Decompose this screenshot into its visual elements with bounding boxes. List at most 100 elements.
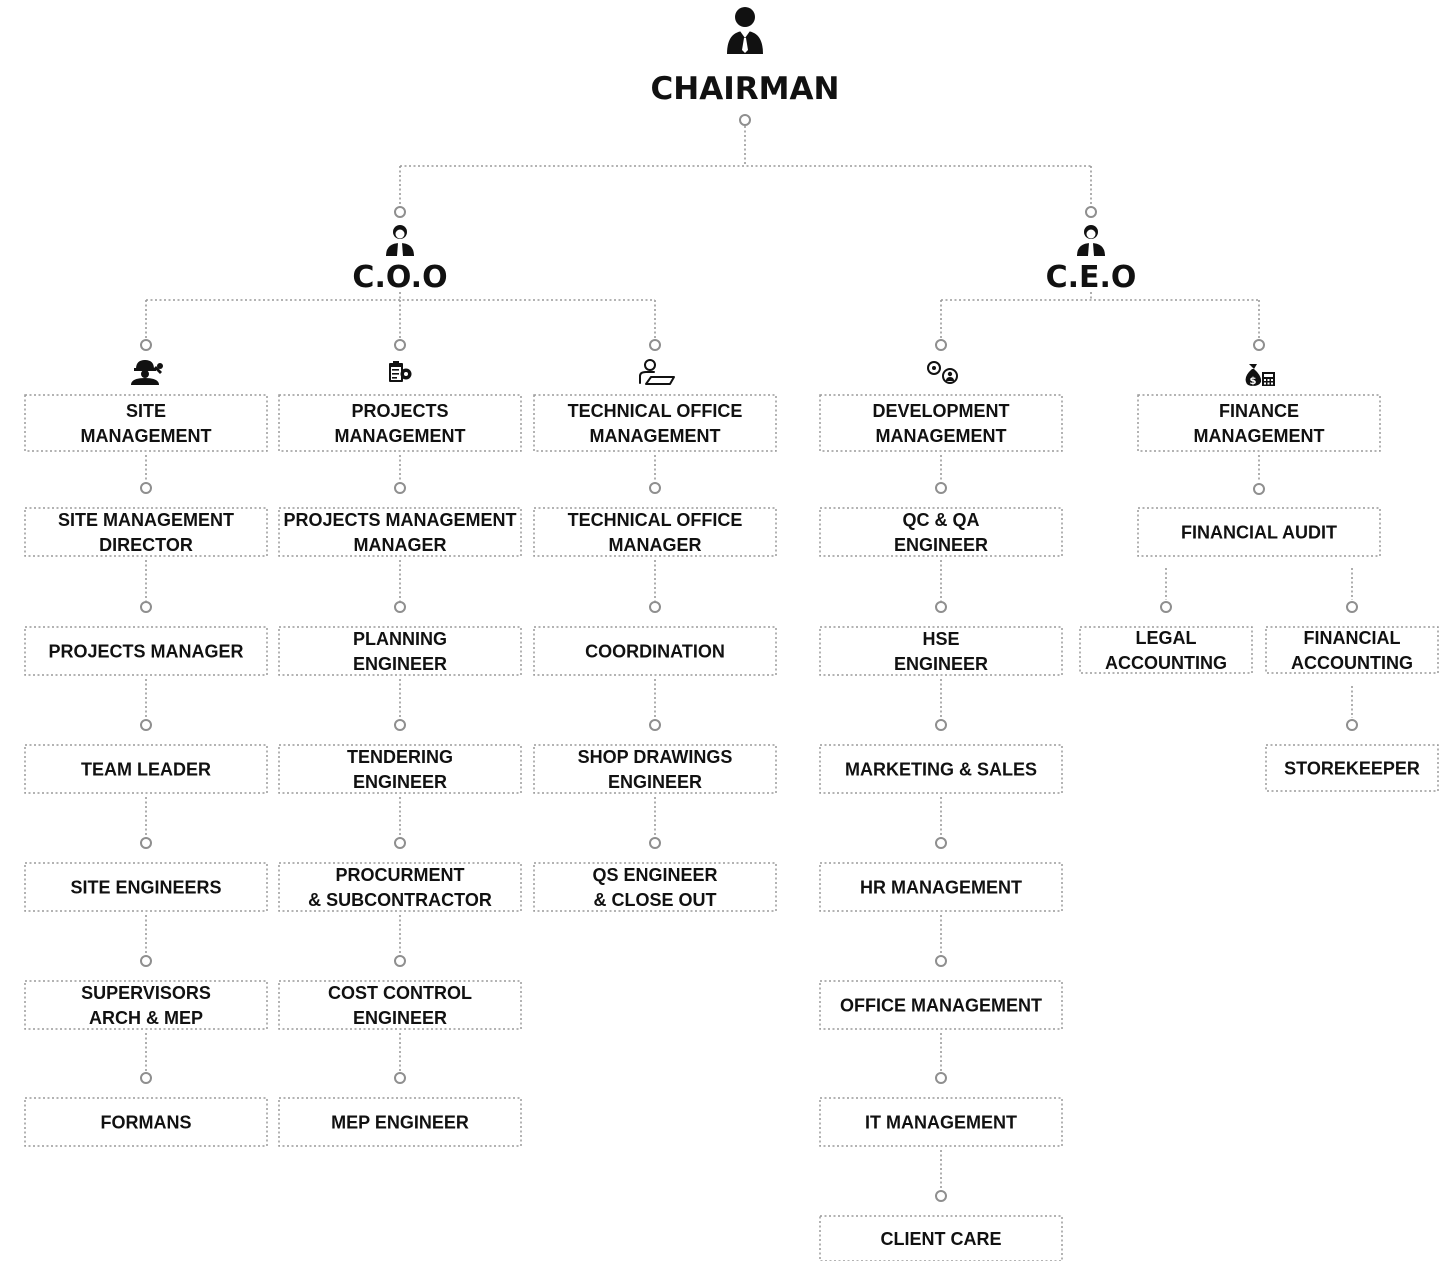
connector-dot (1346, 601, 1358, 613)
connector-line (399, 126, 1092, 206)
node-label: MANAGEMENT (335, 426, 466, 446)
connector-line (145, 292, 656, 339)
connector-dot (935, 339, 947, 351)
role-site-1: PROJECTS MANAGER (24, 626, 268, 676)
node-label: DIRECTOR (99, 535, 193, 555)
node-label: SITE MANAGEMENT (58, 510, 234, 530)
node-box (24, 862, 268, 912)
clipboard-gear-icon (389, 361, 412, 382)
node-box (24, 980, 268, 1030)
node-box (278, 626, 522, 676)
role-site-5: FORMANS (24, 1097, 268, 1147)
executive-icon (386, 225, 414, 256)
ceo-node: C.E.O (1046, 225, 1137, 295)
connector-dot (394, 482, 406, 494)
node-box (819, 626, 1063, 676)
node-label: HSE (922, 629, 959, 649)
node-box (24, 1097, 268, 1147)
connector-dot (140, 955, 152, 967)
node-box (1265, 626, 1439, 674)
connector-dot (649, 837, 661, 849)
node-box (278, 862, 522, 912)
node-label: DEVELOPMENT (872, 401, 1009, 421)
org-nodes: SITE MANAGEMENT SITE MANAGEMENT DIRECTOR PRO… (24, 394, 1439, 1261)
node-box (533, 626, 777, 676)
connector-dot (394, 719, 406, 731)
node-label: MANAGEMENT (1194, 426, 1325, 446)
node-label: COST CONTROL (328, 983, 472, 1003)
worker-wrench-icon (131, 360, 163, 385)
node-box (819, 394, 1063, 452)
executive-icon (1077, 225, 1105, 256)
node-label: QC & QA (902, 510, 979, 530)
node-label: FINANCIAL (1304, 628, 1401, 648)
connector-dot (1253, 483, 1265, 495)
node-box (819, 862, 1063, 912)
node-label: SITE (126, 401, 166, 421)
node-box (533, 744, 777, 794)
node-label: PLANNING (353, 629, 447, 649)
connector-dot (935, 837, 947, 849)
node-label: ENGINEER (353, 1008, 447, 1028)
node-label: MANAGER (354, 535, 447, 555)
connector-dot (394, 601, 406, 613)
connector-dot (394, 206, 406, 218)
node-box (1137, 507, 1381, 557)
ceo-title: C.E.O (1046, 260, 1137, 295)
node-box (1265, 744, 1439, 792)
node-box (1137, 394, 1381, 452)
connector-dot (140, 601, 152, 613)
node-box (819, 1097, 1063, 1147)
node-label: QS ENGINEER (592, 865, 717, 885)
node-label: & SUBCONTRACTOR (308, 890, 492, 910)
connector-dot (649, 719, 661, 731)
role-site-3: SITE ENGINEERS (24, 862, 268, 912)
node-label: FINANCIAL AUDIT (1181, 523, 1337, 543)
connector-dot (935, 955, 947, 967)
node-label: TENDERING (347, 747, 453, 767)
role-projects-3: PROCURMENT & SUBCONTRACTOR (278, 862, 522, 912)
node-label: CLIENT CARE (881, 1229, 1002, 1249)
node-box (278, 1097, 522, 1147)
connector-dot (739, 114, 751, 126)
node-label: FINANCE (1219, 401, 1299, 421)
node-box (24, 626, 268, 676)
role-projects-1: PLANNING ENGINEER (278, 626, 522, 676)
node-label: SHOP DRAWINGS (578, 747, 733, 767)
node-label: TECHNICAL OFFICE (568, 510, 743, 530)
node-label: PROCURMENT (336, 865, 465, 885)
money-bag-calculator-icon: $ (1245, 364, 1275, 387)
gears-people-icon (927, 361, 958, 384)
node-box (24, 394, 268, 452)
node-label: ACCOUNTING (1291, 653, 1413, 673)
node-label: STOREKEEPER (1284, 759, 1420, 779)
node-box (278, 394, 522, 452)
connector-dot (649, 601, 661, 613)
role-development-6: CLIENT CARE (819, 1215, 1063, 1261)
role-projects-4: COST CONTROL ENGINEER (278, 980, 522, 1030)
node-box (278, 507, 522, 557)
connector-dot (140, 339, 152, 351)
connector-dot (394, 1072, 406, 1084)
connector-dot (1253, 339, 1265, 351)
coo-title: C.O.O (352, 260, 447, 295)
connector-dot (649, 482, 661, 494)
node-box (278, 744, 522, 794)
connector-dot (140, 719, 152, 731)
node-label: SUPERVISORS (81, 983, 211, 1003)
connector-dots (140, 114, 1358, 1202)
node-label: COORDINATION (585, 642, 725, 662)
node-box (819, 980, 1063, 1030)
node-label: ENGINEER (353, 654, 447, 674)
role-site-0: SITE MANAGEMENT DIRECTOR (24, 507, 268, 557)
